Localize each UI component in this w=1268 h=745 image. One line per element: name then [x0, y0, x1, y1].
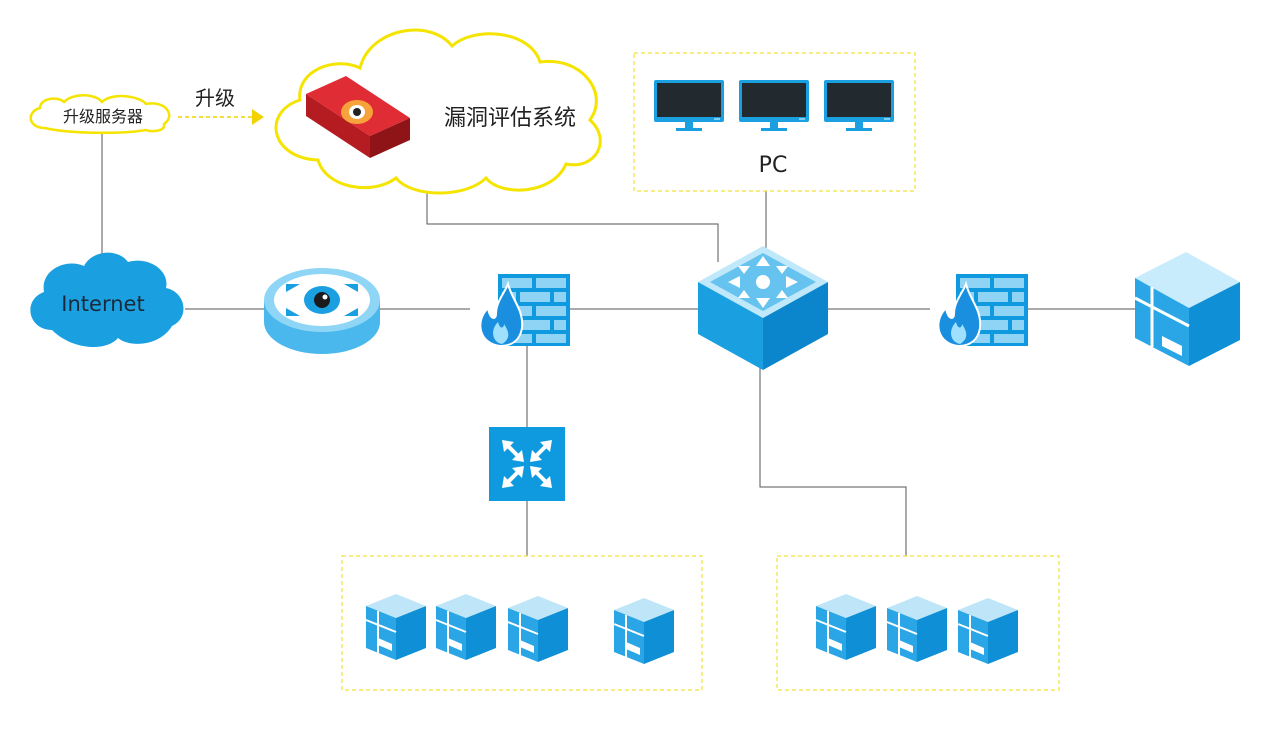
server-group-box [776, 555, 1060, 691]
internet-node: Internet [30, 252, 184, 348]
server-icon [957, 597, 1019, 665]
monitor-icon [824, 80, 894, 131]
pc-group: PC [633, 52, 916, 192]
connection-lines [101, 130, 1138, 556]
pc-group-box [633, 52, 916, 192]
server-icon [815, 593, 877, 661]
vuln-system-label: 漏洞评估系统 [444, 106, 576, 131]
server-icon [886, 595, 948, 663]
router-icon [728, 256, 798, 308]
server-group-left [341, 555, 703, 691]
vuln-system-node: 漏洞评估系统 [274, 28, 602, 195]
server-icon [507, 595, 569, 663]
vuln-scanner-device-icon [306, 76, 410, 158]
upgrade-arrow: 升级 [178, 86, 264, 125]
monitor-icon [739, 80, 809, 131]
right-server [1134, 252, 1240, 366]
cloud-icon [30, 252, 184, 348]
server-group-box [341, 555, 703, 691]
monitor-icon [654, 80, 724, 131]
server-icon [365, 593, 427, 661]
upgrade-arrow-label: 升级 [195, 86, 235, 110]
firewall-icon [479, 273, 571, 347]
core-switch [698, 246, 828, 370]
cloud-icon [29, 94, 171, 135]
cloud-icon [274, 28, 602, 195]
internet-label: Internet [61, 292, 144, 316]
server-icon [435, 593, 497, 661]
server-group-right [776, 555, 1060, 691]
server-icon [613, 597, 675, 665]
switch-icon [489, 427, 565, 501]
pc-group-label: PC [759, 153, 788, 178]
upgrade-server-node: 升级服务器 [29, 94, 171, 135]
upgrade-server-label: 升级服务器 [63, 107, 143, 126]
ids-device [264, 268, 380, 354]
firewall-icon [937, 273, 1029, 347]
eye-icon [304, 286, 340, 314]
